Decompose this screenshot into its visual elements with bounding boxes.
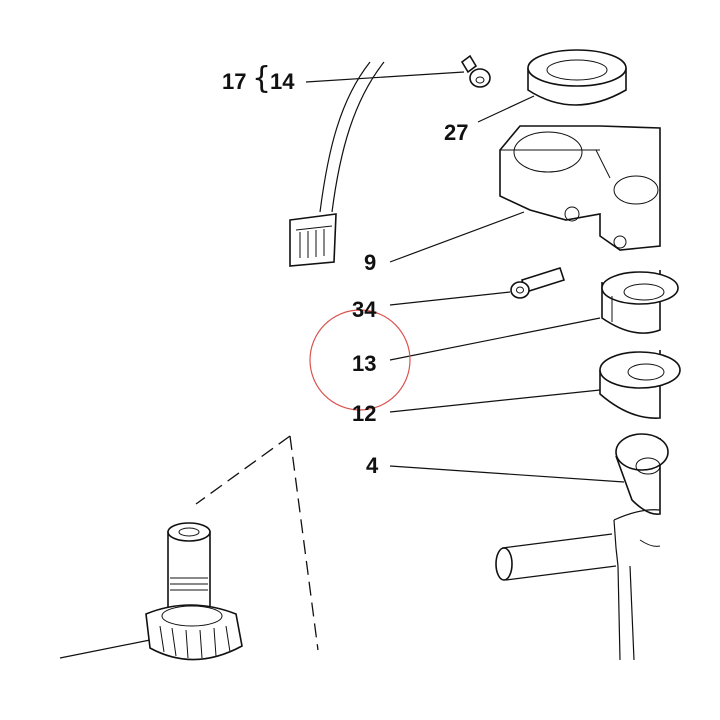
leader-line-14 xyxy=(305,71,465,83)
callout-34: 34 xyxy=(352,297,377,322)
bearing-4 xyxy=(615,433,669,516)
wire-harness xyxy=(289,61,385,267)
clamp-bracket-9 xyxy=(499,125,661,251)
leader-line-4 xyxy=(389,465,625,483)
screw-14 xyxy=(460,54,491,88)
callout-13: 13 xyxy=(352,351,377,376)
callout-17: 17 xyxy=(222,69,247,94)
leader-line-34 xyxy=(389,291,511,306)
leader-lines xyxy=(59,71,625,659)
highlight-circle xyxy=(309,309,411,411)
leader-line-12 xyxy=(389,389,601,413)
callout-9: 9 xyxy=(364,250,377,275)
callout-27: 27 xyxy=(444,120,469,145)
bolt-34 xyxy=(510,267,566,299)
alignment-axes xyxy=(195,435,319,651)
bushing-27 xyxy=(527,49,627,106)
steering-stem-housing xyxy=(495,509,661,661)
leader-line-13 xyxy=(389,317,601,361)
callout-14: 14 xyxy=(270,69,295,94)
leader-line-bottom xyxy=(59,639,151,659)
leader-line-27 xyxy=(477,95,535,123)
curly-brace-icon: { xyxy=(252,61,272,96)
callout-4: 4 xyxy=(366,453,379,478)
leader-line-9 xyxy=(389,211,525,263)
callout-12: 12 xyxy=(352,401,377,426)
slotted-nut-13 xyxy=(601,270,679,334)
wire-connector xyxy=(289,213,337,267)
washer-12 xyxy=(599,350,681,419)
lower-stem-bearing xyxy=(145,522,243,661)
